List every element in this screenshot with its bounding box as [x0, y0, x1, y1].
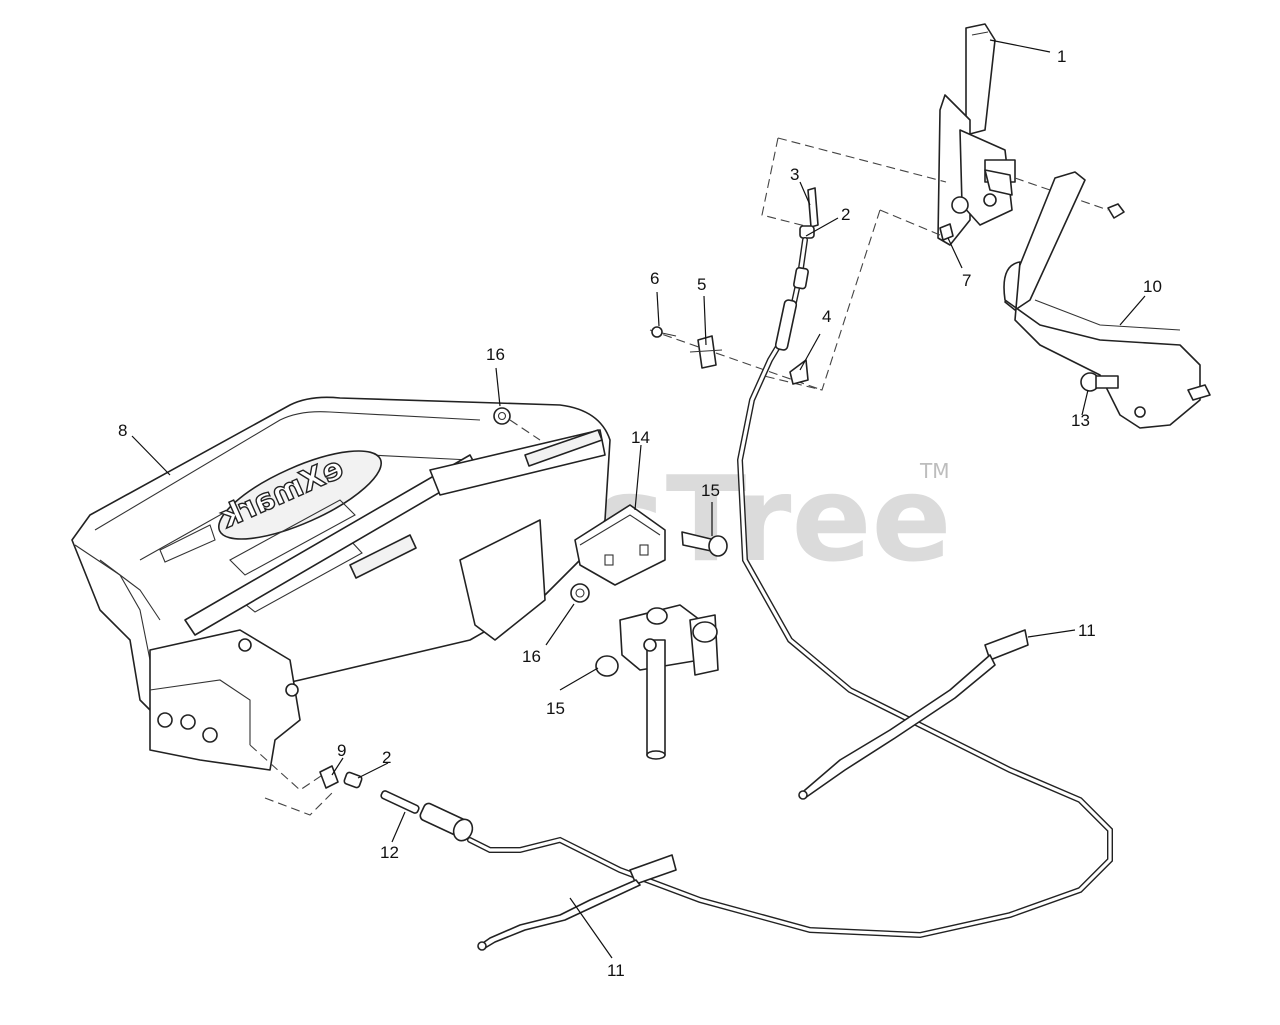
- clip-3[interactable]: [807, 187, 819, 228]
- cable-12[interactable]: [380, 237, 1113, 939]
- screw-6[interactable]: [651, 326, 677, 338]
- callout-5[interactable]: 5: [697, 275, 706, 294]
- clip-9[interactable]: [319, 765, 339, 789]
- pin-15-lower[interactable]: [595, 655, 619, 677]
- callout-15-lower[interactable]: 15: [546, 699, 565, 718]
- nut-right[interactable]: [1107, 203, 1125, 219]
- callout-16-upper[interactable]: 16: [486, 345, 505, 364]
- callout-7[interactable]: 7: [962, 271, 971, 290]
- watermark-trademark: TM: [919, 459, 949, 483]
- pin-15-upper[interactable]: [681, 531, 728, 557]
- callout-16-lower[interactable]: 16: [522, 647, 541, 666]
- barrel-2-lower[interactable]: [343, 771, 363, 789]
- nut-16-upper[interactable]: [493, 407, 511, 425]
- callout-13[interactable]: 13: [1071, 411, 1090, 430]
- callouts: 1 2 3 4 5 6 7 8 9 2 10 11 11 12 13 14 15…: [118, 47, 1162, 980]
- callout-9[interactable]: 9: [337, 741, 346, 760]
- nut-16-lower[interactable]: [570, 583, 590, 603]
- callout-2-lower[interactable]: 2: [382, 748, 391, 767]
- callout-2-upper[interactable]: 2: [841, 205, 850, 224]
- callout-12[interactable]: 12: [380, 843, 399, 862]
- callout-11-upper[interactable]: 11: [1078, 621, 1096, 640]
- latch-mechanism[interactable]: [619, 604, 719, 760]
- callout-10[interactable]: 10: [1143, 277, 1162, 296]
- callout-4[interactable]: 4: [822, 307, 831, 326]
- lever-assembly-1[interactable]: [937, 23, 1016, 246]
- callout-3[interactable]: 3: [790, 165, 799, 184]
- callout-8[interactable]: 8: [118, 421, 127, 440]
- cable-tie-11-upper[interactable]: [798, 629, 1029, 800]
- seat-assembly[interactable]: eXmark: [71, 396, 611, 816]
- callout-6[interactable]: 6: [650, 269, 659, 288]
- cable-tie-11-lower[interactable]: [477, 854, 677, 951]
- callout-15-upper[interactable]: 15: [701, 481, 720, 500]
- callout-1[interactable]: 1: [1057, 47, 1066, 66]
- bracket-10[interactable]: [1003, 171, 1211, 429]
- clamp-5[interactable]: [689, 335, 723, 369]
- callout-11-lower[interactable]: 11: [607, 961, 625, 980]
- clip-4[interactable]: [789, 359, 809, 385]
- leader-lines: [131, 39, 1146, 959]
- bolt-13[interactable]: [1080, 372, 1119, 392]
- callout-14[interactable]: 14: [631, 428, 650, 447]
- bracket-14[interactable]: [574, 504, 666, 586]
